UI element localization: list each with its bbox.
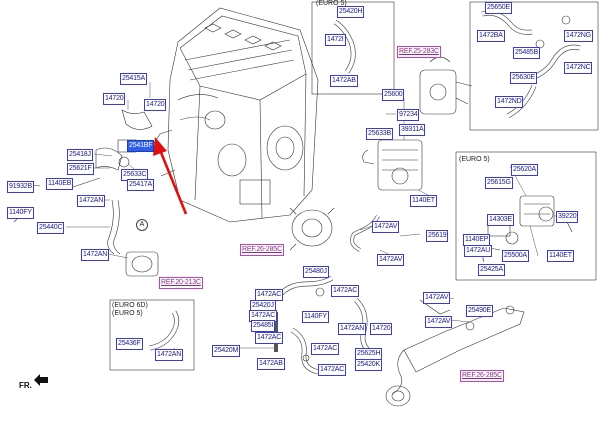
part-label-1472ng[interactable]: 1472NG [564,30,593,42]
front-direction-arrow-icon [34,374,48,386]
reference-link-20-213c[interactable]: REF.20-213C [159,277,203,289]
part-label-25630e[interactable]: 25630E [510,72,537,84]
part-label-25500a[interactable]: 25500A [502,250,529,262]
part-label-1140et[interactable]: 1140ET [410,195,437,207]
part-label-1472av[interactable]: 1472AV [425,316,453,328]
front-direction-label: FR. [19,381,32,390]
part-label-1472ba[interactable]: 1472BA [477,30,505,42]
part-label-1472an[interactable]: 1472AN [81,249,110,261]
part-label-25418j[interactable]: 25418J [67,149,93,161]
part-label-25425a[interactable]: 25425A [478,264,505,276]
part-label-25485b[interactable]: 25485B [513,47,540,59]
part-label-25436f[interactable]: 25436F [116,338,143,350]
variant-note-euro5: (EURO 5) [459,156,490,163]
part-label-1472ac[interactable]: 1472AC [331,285,360,297]
part-label-25620a[interactable]: 25620A [511,164,538,176]
part-label-25600[interactable]: 25600 [382,89,405,101]
part-label-25440c[interactable]: 25440C [37,222,65,234]
part-label-25420m[interactable]: 25420M [212,345,241,357]
part-label-1140et[interactable]: 1140ET [547,250,574,262]
part-label-25621f[interactable]: 25621F [67,163,94,175]
part-label-25417a[interactable]: 25417A [127,179,154,191]
part-label-25619[interactable]: 25619 [426,230,449,242]
part-label-1472av[interactable]: 1472AV [372,221,400,233]
view-marker-a: A [136,219,148,231]
part-label-39220[interactable]: 39220 [556,211,579,223]
part-label-1472ac[interactable]: 1472AC [255,332,284,344]
part-label-25615g[interactable]: 25615G [485,177,513,189]
part-label-1472an[interactable]: 1472AN [155,349,184,361]
part-label-1472ab[interactable]: 1472AB [330,75,358,87]
left-coolant-parts [13,109,159,277]
reference-link-26-285c[interactable]: REF.26-285C [460,370,504,382]
part-label-25480j[interactable]: 25480J [303,266,329,278]
part-label-25650e[interactable]: 25650E [485,2,512,14]
water-pump-drawing [289,207,380,252]
part-label-14720[interactable]: 14720 [370,323,393,335]
part-label-25420k[interactable]: 25420K [355,359,382,371]
part-label-1472nd[interactable]: 1472ND [495,96,524,108]
part-label-1140fy[interactable]: 1140FY [302,311,329,323]
inset-euro5-top-frame [311,1,395,95]
part-label-25490e[interactable]: 25490E [466,305,493,317]
reference-link-25-283c[interactable]: REF.25-283C [397,46,441,58]
part-label-1140eb[interactable]: 1140EB [46,178,74,190]
part-label-1472i[interactable]: 1472I [325,34,346,46]
variant-note-euro6d: (EURO 6D) [112,302,148,309]
engine-block-drawing [151,7,319,223]
part-label-91932b[interactable]: 91932B [7,181,34,193]
part-label-39311a[interactable]: 39311A [399,124,426,136]
part-label-1472ac[interactable]: 1472AC [318,364,347,376]
part-label-1472av[interactable]: 1472AV [423,292,451,304]
part-label-1472ab[interactable]: 1472AB [257,358,285,370]
inset-euro6d-frame [109,299,195,371]
part-label-1472au[interactable]: 1472AU [464,245,493,257]
red-pointer-arrow-icon [153,137,188,215]
part-label-1472ac[interactable]: 1472AC [311,343,340,355]
variant-note-euro5: (EURO 5) [316,0,347,7]
part-label-2541bf-highlighted[interactable]: 2541BF [127,140,155,152]
inset-euro5-egr-frame [455,151,597,281]
part-label-1140fy[interactable]: 1140FY [7,207,34,219]
part-label-25420h[interactable]: 25420H [337,6,365,18]
part-label-1472an[interactable]: 1472AN [338,323,367,335]
inset-thermostat-hoses-frame [469,1,599,131]
part-label-25485i[interactable]: 25485I [251,320,276,332]
part-label-1472nc[interactable]: 1472NC [564,62,593,74]
part-label-25415a[interactable]: 25415A [120,73,147,85]
part-label-1472av[interactable]: 1472AV [377,254,405,266]
part-label-14720[interactable]: 14720 [144,99,167,111]
coolant-pipe-drawing [385,299,525,407]
part-label-1472an[interactable]: 1472AN [77,195,106,207]
reference-link-26-285c[interactable]: REF.26-285C [240,244,284,256]
variant-note-euro5: (EURO 5) [112,310,143,317]
part-label-14303e[interactable]: 14303E [487,214,514,226]
part-label-97234[interactable]: 97234 [397,109,420,121]
thermostat-housing-drawing [362,56,473,191]
part-label-25633b[interactable]: 25633B [366,128,393,140]
part-label-14720[interactable]: 14720 [103,93,126,105]
